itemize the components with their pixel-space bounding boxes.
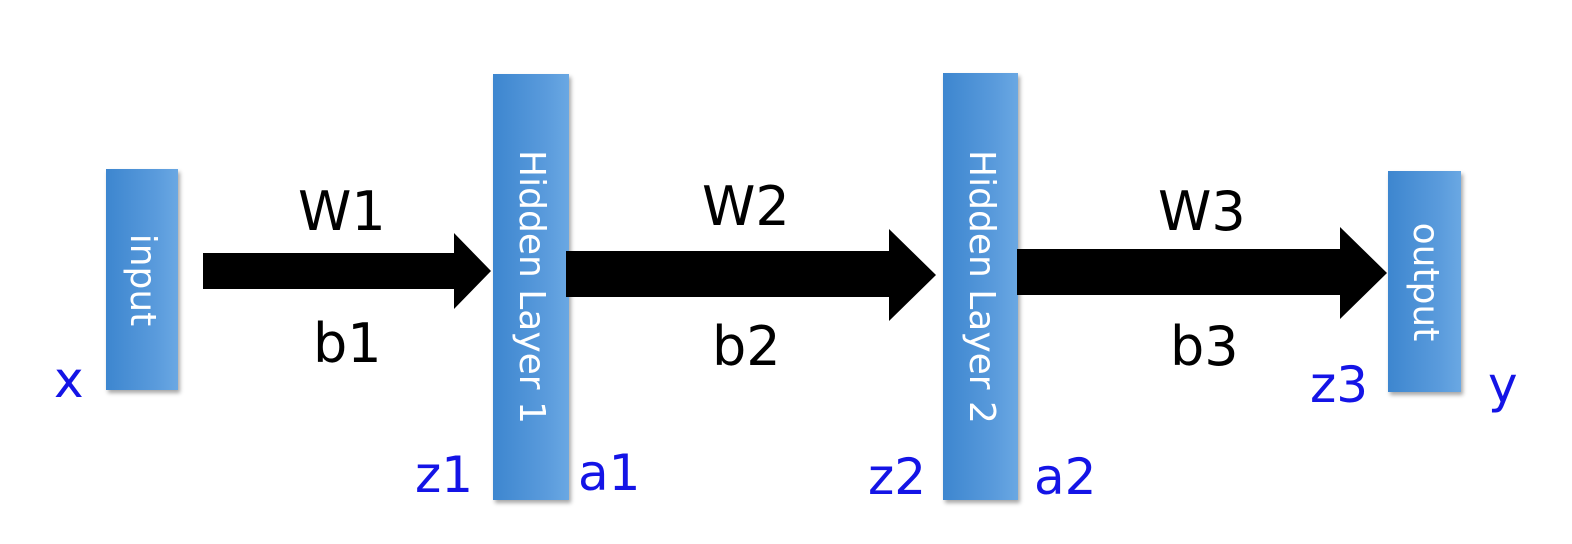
weight-label-w3: W3 bbox=[1158, 180, 1246, 243]
output-layer-label: output bbox=[1404, 222, 1446, 341]
output-layer-box: output bbox=[1388, 171, 1461, 392]
variable-x: x bbox=[54, 351, 84, 409]
hidden-layer-2-label: Hidden Layer 2 bbox=[960, 149, 1002, 424]
variable-z3: z3 bbox=[1310, 356, 1369, 414]
hidden-layer-2-box: Hidden Layer 2 bbox=[943, 73, 1018, 500]
hidden-layer-1-label: Hidden Layer 1 bbox=[511, 150, 552, 424]
arrow-input-to-hidden1 bbox=[203, 233, 491, 309]
variable-a1: a1 bbox=[578, 444, 641, 502]
variable-a2: a2 bbox=[1034, 448, 1097, 506]
input-layer-box: input bbox=[106, 169, 178, 390]
bias-label-b3: b3 bbox=[1170, 315, 1239, 378]
weight-label-w2: W2 bbox=[702, 175, 790, 238]
bias-label-b1: b1 bbox=[313, 312, 382, 375]
variable-y: y bbox=[1488, 356, 1518, 414]
bias-label-b2: b2 bbox=[712, 315, 781, 378]
variable-z1: z1 bbox=[415, 446, 474, 504]
arrow-hidden2-to-output bbox=[1017, 227, 1387, 319]
hidden-layer-1-box: Hidden Layer 1 bbox=[493, 74, 569, 500]
weight-label-w1: W1 bbox=[298, 180, 386, 243]
arrow-hidden1-to-hidden2 bbox=[566, 229, 936, 321]
variable-z2: z2 bbox=[868, 448, 927, 506]
input-layer-label: input bbox=[122, 233, 163, 326]
